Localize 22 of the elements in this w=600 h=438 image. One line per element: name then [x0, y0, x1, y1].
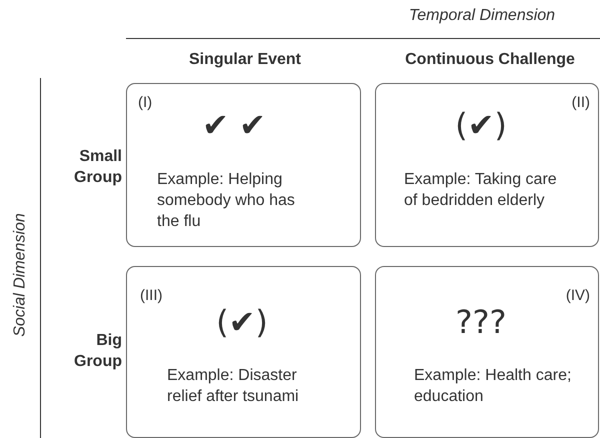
quadrant-number: (I)	[138, 94, 152, 112]
example-text: Example: Disaster relief after tsunami	[167, 366, 300, 407]
row-header: Big Group	[73, 331, 122, 372]
quadrant-card	[126, 266, 361, 438]
quadrant-card	[375, 83, 599, 247]
rating-mark: ✔ ✔	[202, 106, 266, 144]
column-header: Singular Event	[188, 50, 302, 70]
rating-mark: (✔)	[455, 106, 507, 144]
column-header: Continuous Challenge	[404, 50, 576, 70]
quadrant-number: (IV)	[566, 287, 590, 305]
axis-title: Social Dimension	[10, 213, 30, 337]
quadrant-card	[126, 83, 361, 247]
quadrant-number: (II)	[572, 94, 590, 112]
example-text: Example: Health care; education	[414, 366, 572, 407]
row-header: Small Group	[73, 147, 122, 188]
example-text: Example: Helping somebody who has the flu	[157, 170, 296, 232]
example-text: Example: Taking care of bedridden elderly	[404, 170, 558, 211]
quadrant-card	[375, 266, 599, 438]
rating-mark: ???	[456, 303, 506, 341]
axis-title: Temporal Dimension	[408, 6, 556, 26]
rating-mark: (✔)	[216, 303, 268, 341]
quadrant-number: (III)	[140, 287, 162, 305]
